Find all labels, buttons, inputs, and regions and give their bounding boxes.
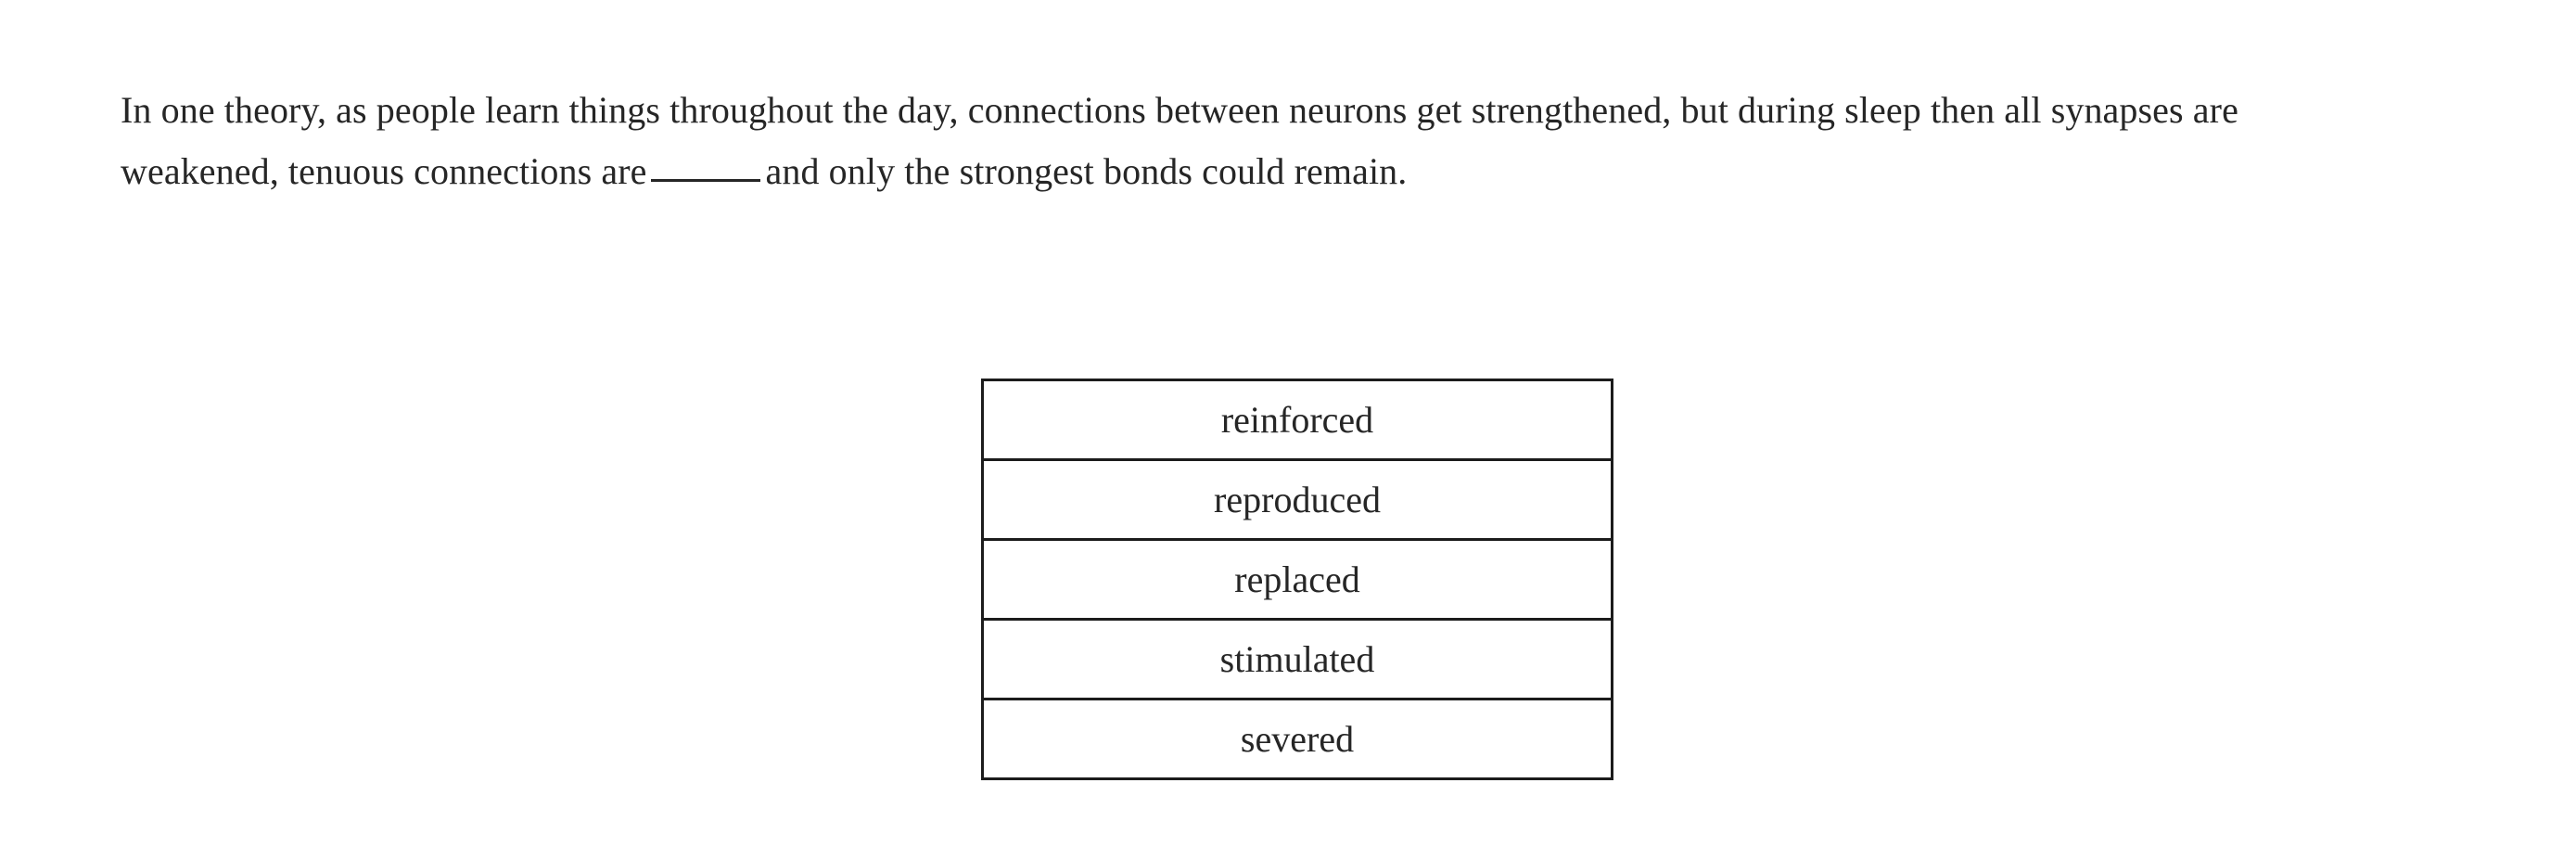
- answer-option-label: severed: [1240, 717, 1355, 760]
- answer-option-5[interactable]: severed: [984, 700, 1611, 780]
- answer-option-2[interactable]: reproduced: [984, 461, 1611, 541]
- answer-option-1[interactable]: reinforced: [984, 381, 1611, 461]
- answer-options: reinforced reproduced replaced stimulate…: [981, 379, 1613, 780]
- answer-blank: [650, 153, 760, 182]
- question-stem: In one theory, as people learn things th…: [121, 80, 2374, 202]
- answer-option-label: stimulated: [1219, 637, 1375, 680]
- answer-option-label: reinforced: [1220, 398, 1374, 441]
- question-text-before-blank: In one theory, as people learn things th…: [121, 89, 2238, 192]
- answer-option-label: reproduced: [1214, 478, 1381, 520]
- answer-option-3[interactable]: replaced: [984, 541, 1611, 621]
- question-text-after-blank: and only the strongest bonds could remai…: [765, 150, 1408, 192]
- answer-option-label: replaced: [1234, 558, 1360, 600]
- answer-options-list: reinforced reproduced replaced stimulate…: [981, 379, 1613, 780]
- answer-option-4[interactable]: stimulated: [984, 621, 1611, 700]
